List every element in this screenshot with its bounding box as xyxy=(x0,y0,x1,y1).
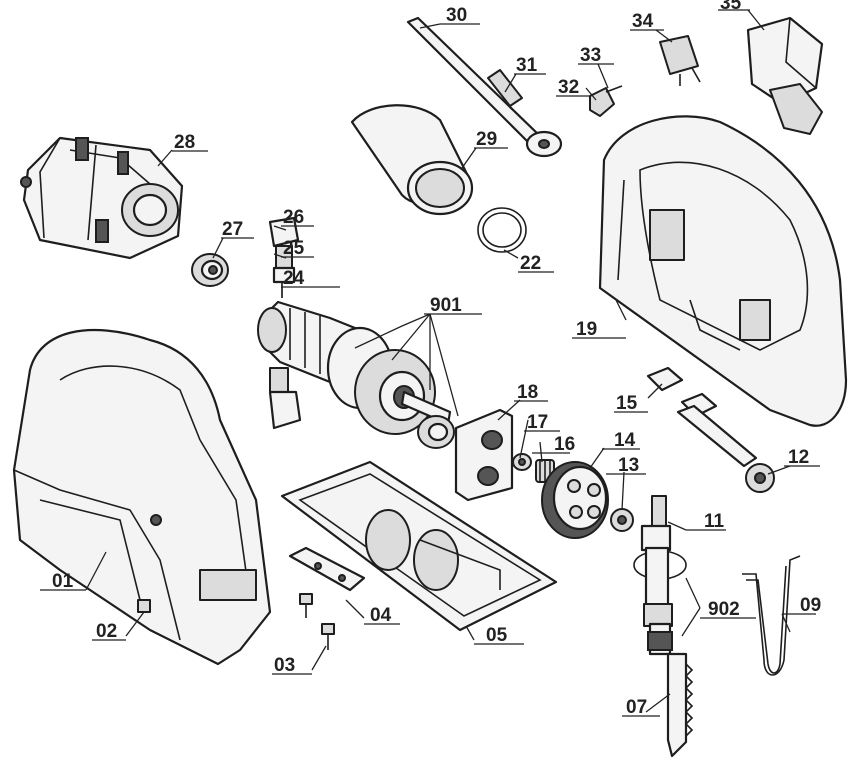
label-32: 32 xyxy=(558,77,579,98)
label-33: 33 xyxy=(580,45,601,66)
part-09-wire-guard xyxy=(742,555,801,676)
label-25: 25 xyxy=(283,238,305,259)
part-22-oring xyxy=(477,207,527,253)
part-35-switch xyxy=(746,16,824,135)
label-15: 15 xyxy=(616,393,638,414)
label-05: 05 xyxy=(486,625,508,646)
part-02-screw xyxy=(137,599,151,613)
part-labels: 28 27 26 25 24 901 18 17 16 14 13 29 22 … xyxy=(40,0,821,718)
label-13: 13 xyxy=(618,455,639,476)
leader-lines xyxy=(85,9,791,713)
part-19-housing-half xyxy=(598,115,848,427)
label-31: 31 xyxy=(516,55,538,76)
part-34-capacitor xyxy=(659,35,701,86)
part-03-screws xyxy=(299,593,335,650)
part-13-bearing xyxy=(610,508,634,532)
label-29: 29 xyxy=(476,129,497,150)
part-07-blade xyxy=(666,652,694,758)
label-07: 07 xyxy=(626,697,647,718)
label-09: 09 xyxy=(800,595,821,616)
label-14: 14 xyxy=(614,430,636,451)
part-28-stator xyxy=(20,136,184,260)
label-35: 35 xyxy=(720,0,742,14)
label-12: 12 xyxy=(788,447,809,468)
label-04: 04 xyxy=(370,605,392,626)
part-01-housing xyxy=(12,328,272,666)
part-27-bearing xyxy=(191,253,229,287)
label-11: 11 xyxy=(704,511,725,532)
label-18: 18 xyxy=(517,382,538,403)
label-01: 01 xyxy=(52,571,74,592)
part-29-cover xyxy=(350,104,474,216)
label-03: 03 xyxy=(274,655,295,676)
part-04-plate xyxy=(288,546,366,592)
part-902-blade-holder xyxy=(633,495,687,656)
label-27: 27 xyxy=(222,219,243,240)
label-02: 02 xyxy=(96,621,117,642)
part-901-armature xyxy=(257,300,452,435)
label-16: 16 xyxy=(554,434,575,455)
label-26: 26 xyxy=(283,207,304,228)
part-30-31-plunger xyxy=(406,16,563,158)
part-12-roller-support xyxy=(676,404,775,493)
label-30: 30 xyxy=(446,5,467,26)
label-24: 24 xyxy=(283,268,305,289)
label-22: 22 xyxy=(520,253,541,274)
label-28: 28 xyxy=(174,132,195,153)
part-15-pads xyxy=(646,366,718,418)
label-19: 19 xyxy=(576,319,597,340)
label-901: 901 xyxy=(430,295,462,316)
part-32-33-screw xyxy=(589,85,623,117)
label-34: 34 xyxy=(632,11,654,32)
part-14-gear xyxy=(541,461,609,539)
part-05-base-plate xyxy=(280,460,558,632)
part-18-bearing-plate xyxy=(417,408,514,502)
label-902: 902 xyxy=(708,599,740,620)
label-17: 17 xyxy=(527,412,548,433)
